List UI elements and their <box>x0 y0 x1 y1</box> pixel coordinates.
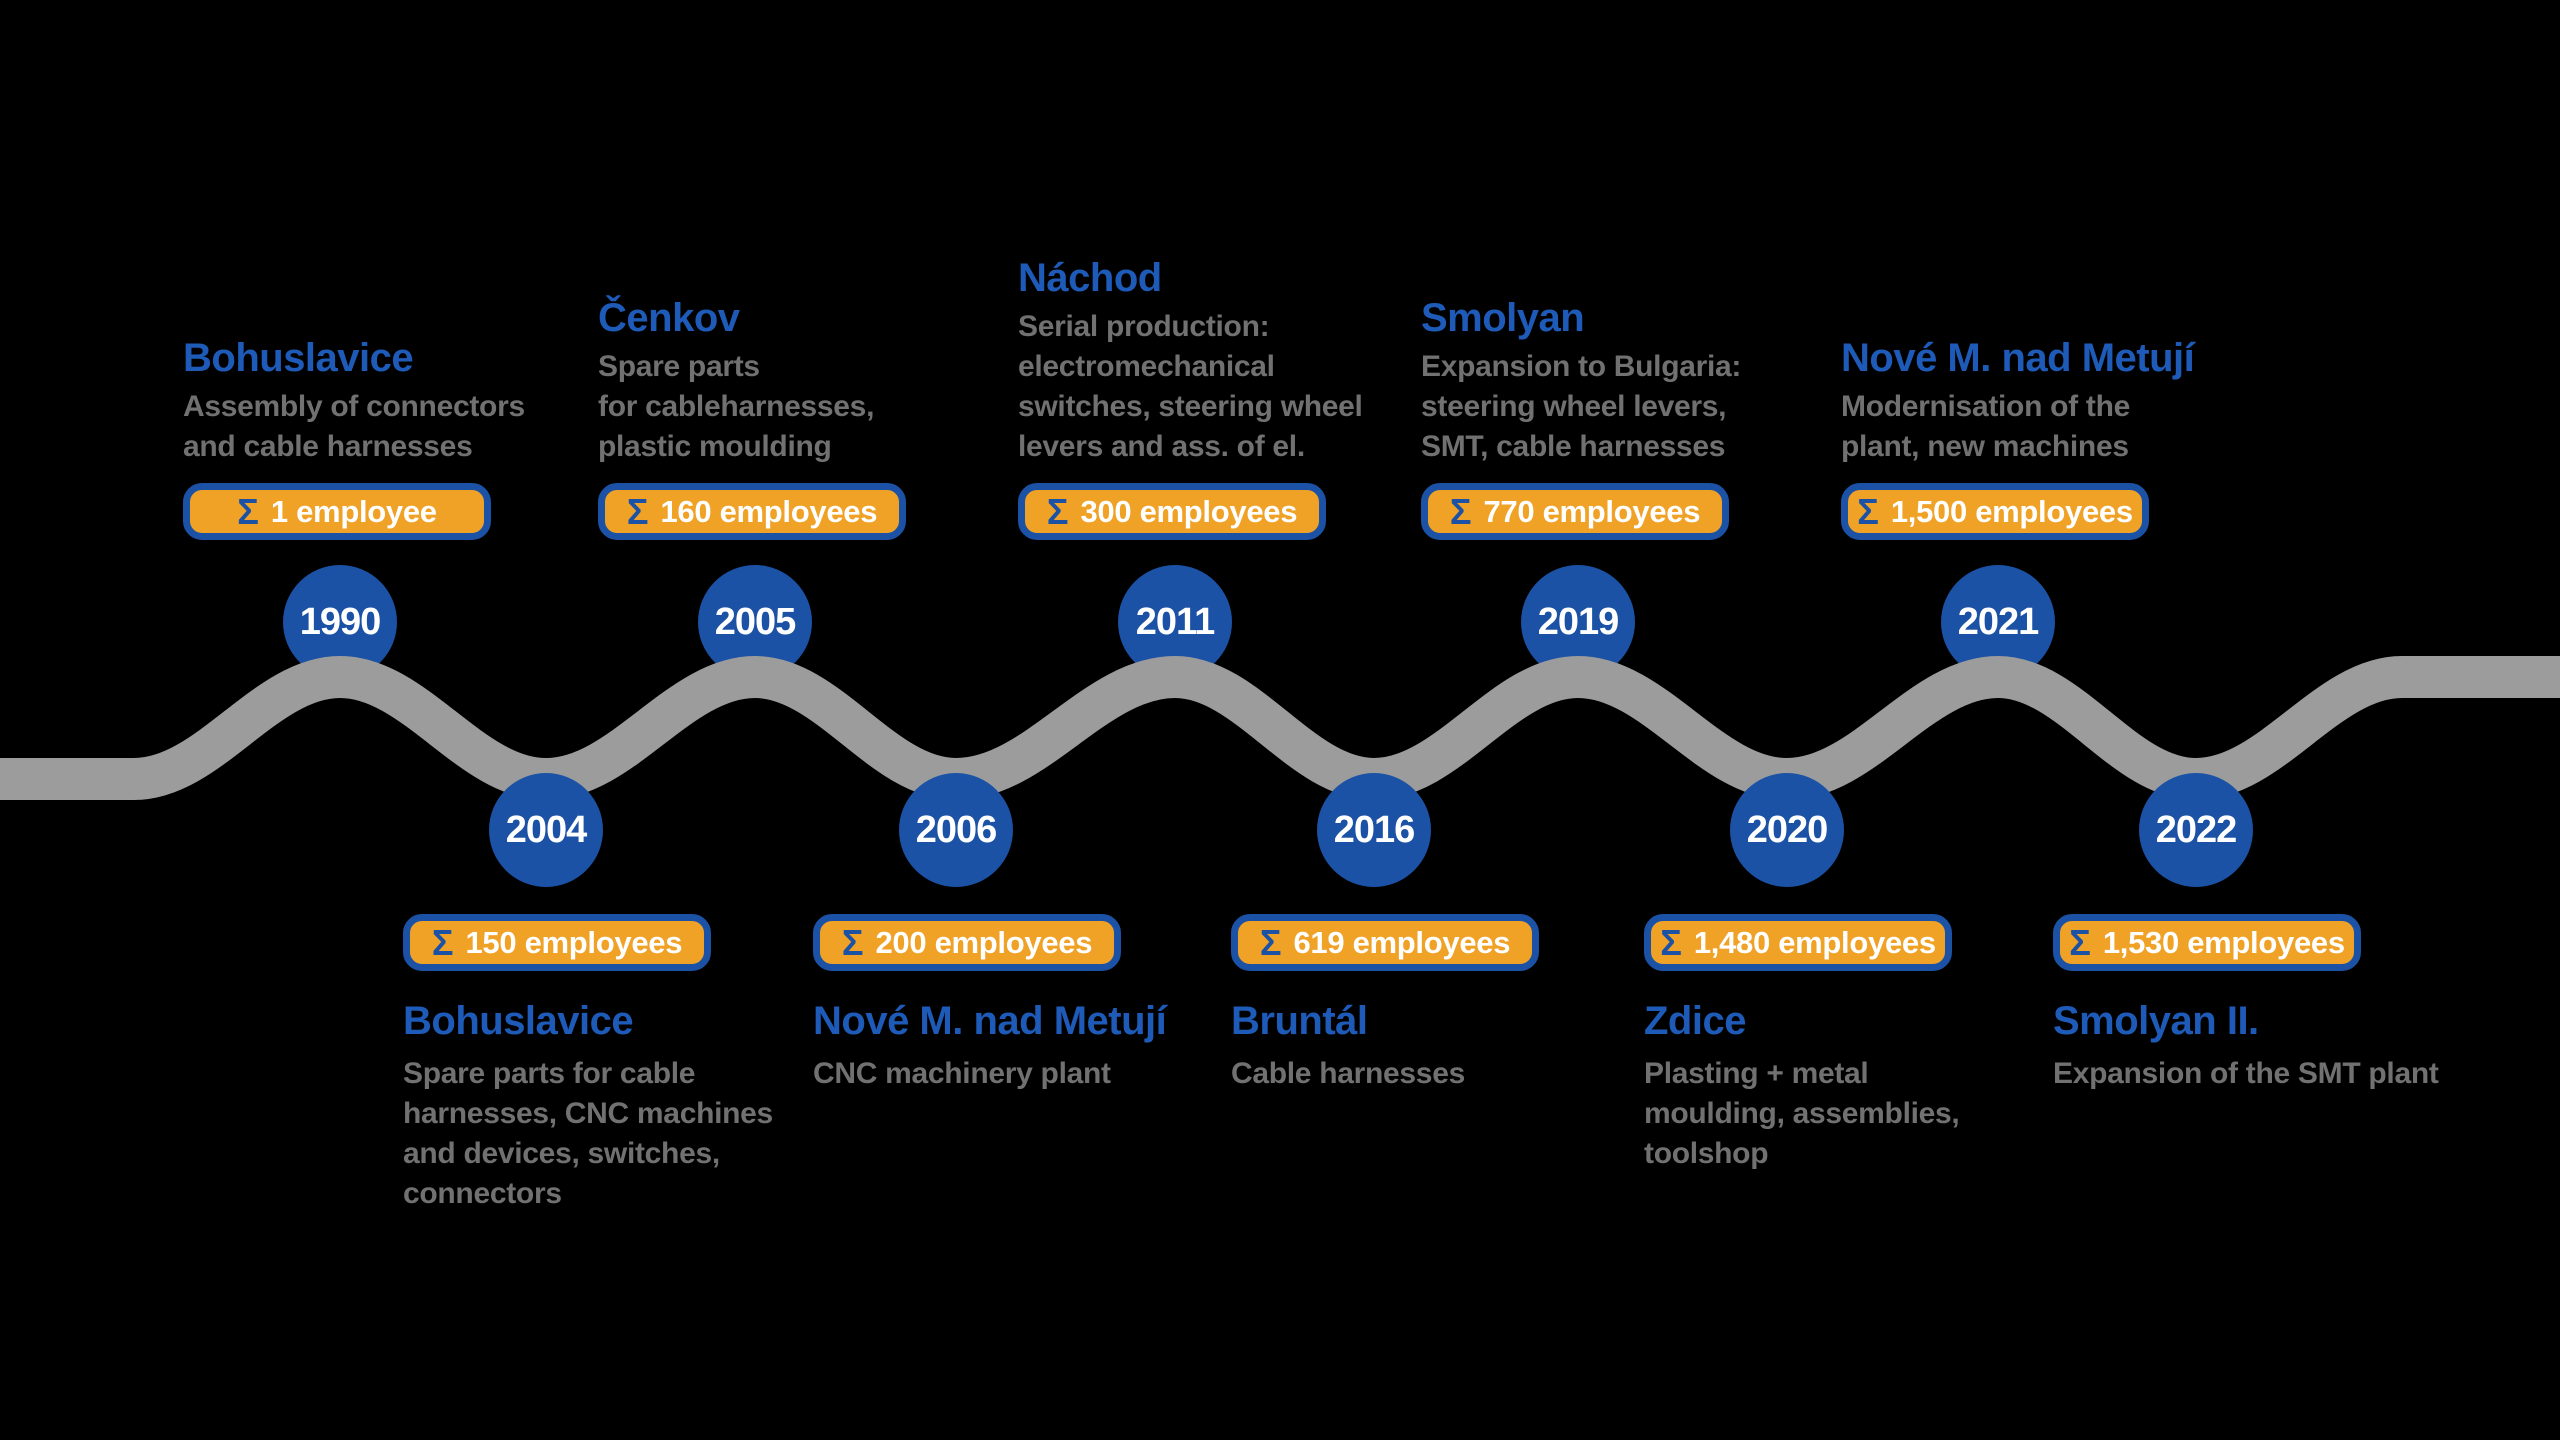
event-title: Bohuslavice <box>183 336 414 380</box>
year-label: 2019 <box>1537 600 1620 643</box>
event-block-2016-bruntal: Σ 619 employees Bruntál Cable harnesses <box>1231 914 1711 1094</box>
event-block-2020-zdice: Σ 1,480 employees Zdice Plasting + metal… <box>1644 914 2124 1174</box>
sigma-icon: Σ <box>1046 490 1069 532</box>
event-block-2021-nove-m: Nové M. nad Metují Modernisation of the … <box>1841 335 2321 540</box>
sigma-icon: Σ <box>237 490 259 532</box>
year-label: 2005 <box>714 600 797 643</box>
event-description: Spare parts for cable harnesses, CNC mac… <box>403 1057 773 1210</box>
event-title: Nové M. nad Metují <box>813 999 1167 1043</box>
year-circle-2011: 2011 <box>1118 565 1232 679</box>
year-label: 2004 <box>505 808 588 851</box>
employee-count-badge: Σ 1,530 employees <box>2053 914 2361 971</box>
year-circle-2004: 2004 <box>489 773 603 887</box>
event-description: Expansion to Bulgaria: steering wheel le… <box>1421 350 1742 463</box>
year-label: 2016 <box>1333 808 1416 851</box>
event-description: CNC machinery plant <box>813 1057 1111 1090</box>
year-label: 2011 <box>1135 600 1215 643</box>
employee-count-badge: Σ 150 employees <box>403 914 711 971</box>
event-title: Bruntál <box>1231 999 1368 1043</box>
event-block-2019-smolyan: Smolyan Expansion to Bulgaria: steering … <box>1421 295 1901 540</box>
event-title: Smolyan <box>1421 296 1585 340</box>
year-circle-2022: 2022 <box>2139 773 2253 887</box>
sigma-icon: Σ <box>841 921 864 963</box>
badge-label: 1,480 employees <box>1693 924 1936 960</box>
event-description: Serial production: electromechanical swi… <box>1018 310 1363 463</box>
event-title: Náchod <box>1018 256 1162 300</box>
event-block-2004-bohuslavice: Σ 150 employees Bohuslavice Spare parts … <box>403 914 883 1214</box>
employee-count-badge: Σ 300 employees <box>1018 483 1326 540</box>
event-block-2006-nove-m: Σ 200 employees Nové M. nad Metují CNC m… <box>813 914 1293 1094</box>
event-description: Expansion of the SMT plant <box>2053 1057 2439 1090</box>
timeline-wave-path <box>0 655 2560 801</box>
year-label: 1990 <box>299 600 382 643</box>
event-description: Modernisation of the plant, new machines <box>1841 390 2130 463</box>
badge-label: 200 employees <box>875 924 1093 960</box>
sigma-icon: Σ <box>1449 490 1472 532</box>
event-title: Čenkov <box>598 296 740 340</box>
sigma-icon: Σ <box>2069 921 2091 963</box>
employee-count-badge: Σ 200 employees <box>813 914 1121 971</box>
employee-count-badge: Σ 1,500 employees <box>1841 483 2149 540</box>
year-label: 2020 <box>1746 808 1829 851</box>
badge-label: 300 employees <box>1080 493 1298 529</box>
year-label: 2021 <box>1957 600 2040 643</box>
event-block-2005-cenkov: Čenkov Spare parts for cableharnesses, p… <box>598 295 1078 540</box>
sigma-icon: Σ <box>626 490 649 532</box>
year-label: 2022 <box>2155 808 2238 851</box>
year-circle-2005: 2005 <box>698 565 812 679</box>
event-description: Spare parts for cableharnesses, plastic … <box>598 350 875 463</box>
employee-count-badge: Σ 1,480 employees <box>1644 914 1952 971</box>
year-circle-1990: 1990 <box>283 565 397 679</box>
sigma-icon: Σ <box>431 921 454 963</box>
event-title: Zdice <box>1644 999 1746 1043</box>
year-circle-2020: 2020 <box>1730 773 1844 887</box>
event-description: Assembly of connectors and cable harness… <box>183 390 525 463</box>
year-circle-2019: 2019 <box>1521 565 1635 679</box>
event-description: Plasting + metal moulding, assemblies, t… <box>1644 1057 1960 1170</box>
employee-count-badge: Σ 160 employees <box>598 483 906 540</box>
badge-label: 770 employees <box>1483 493 1701 529</box>
event-title: Smolyan II. <box>2053 999 2259 1043</box>
event-block-2022-smolyan-ii: Σ 1,530 employees Smolyan II. Expansion … <box>2053 914 2533 1094</box>
employee-count-badge: Σ 770 employees <box>1421 483 1729 540</box>
badge-label: 1,530 employees <box>2102 924 2345 960</box>
year-label: 2006 <box>915 808 998 851</box>
year-circle-2006: 2006 <box>899 773 1013 887</box>
event-block-2011-nachod: Náchod Serial production: electromechani… <box>1018 255 1498 540</box>
sigma-icon: Σ <box>1259 921 1282 963</box>
badge-label: 1 employee <box>270 493 437 529</box>
year-circle-2016: 2016 <box>1317 773 1431 887</box>
event-title: Nové M. nad Metují <box>1841 336 2195 380</box>
badge-label: 1,500 employees <box>1890 493 2133 529</box>
event-title: Bohuslavice <box>403 999 634 1043</box>
sigma-icon: Σ <box>1660 921 1682 963</box>
event-description: Cable harnesses <box>1231 1057 1465 1090</box>
employee-count-badge: Σ 619 employees <box>1231 914 1539 971</box>
employee-count-badge: Σ 1 employee <box>183 483 491 540</box>
sigma-icon: Σ <box>1857 490 1879 532</box>
year-circle-2021: 2021 <box>1941 565 2055 679</box>
event-block-1990-bohuslavice: Bohuslavice Assembly of connectors and c… <box>183 335 663 540</box>
badge-label: 160 employees <box>660 493 878 529</box>
badge-label: 150 employees <box>465 924 683 960</box>
badge-label: 619 employees <box>1293 924 1511 960</box>
